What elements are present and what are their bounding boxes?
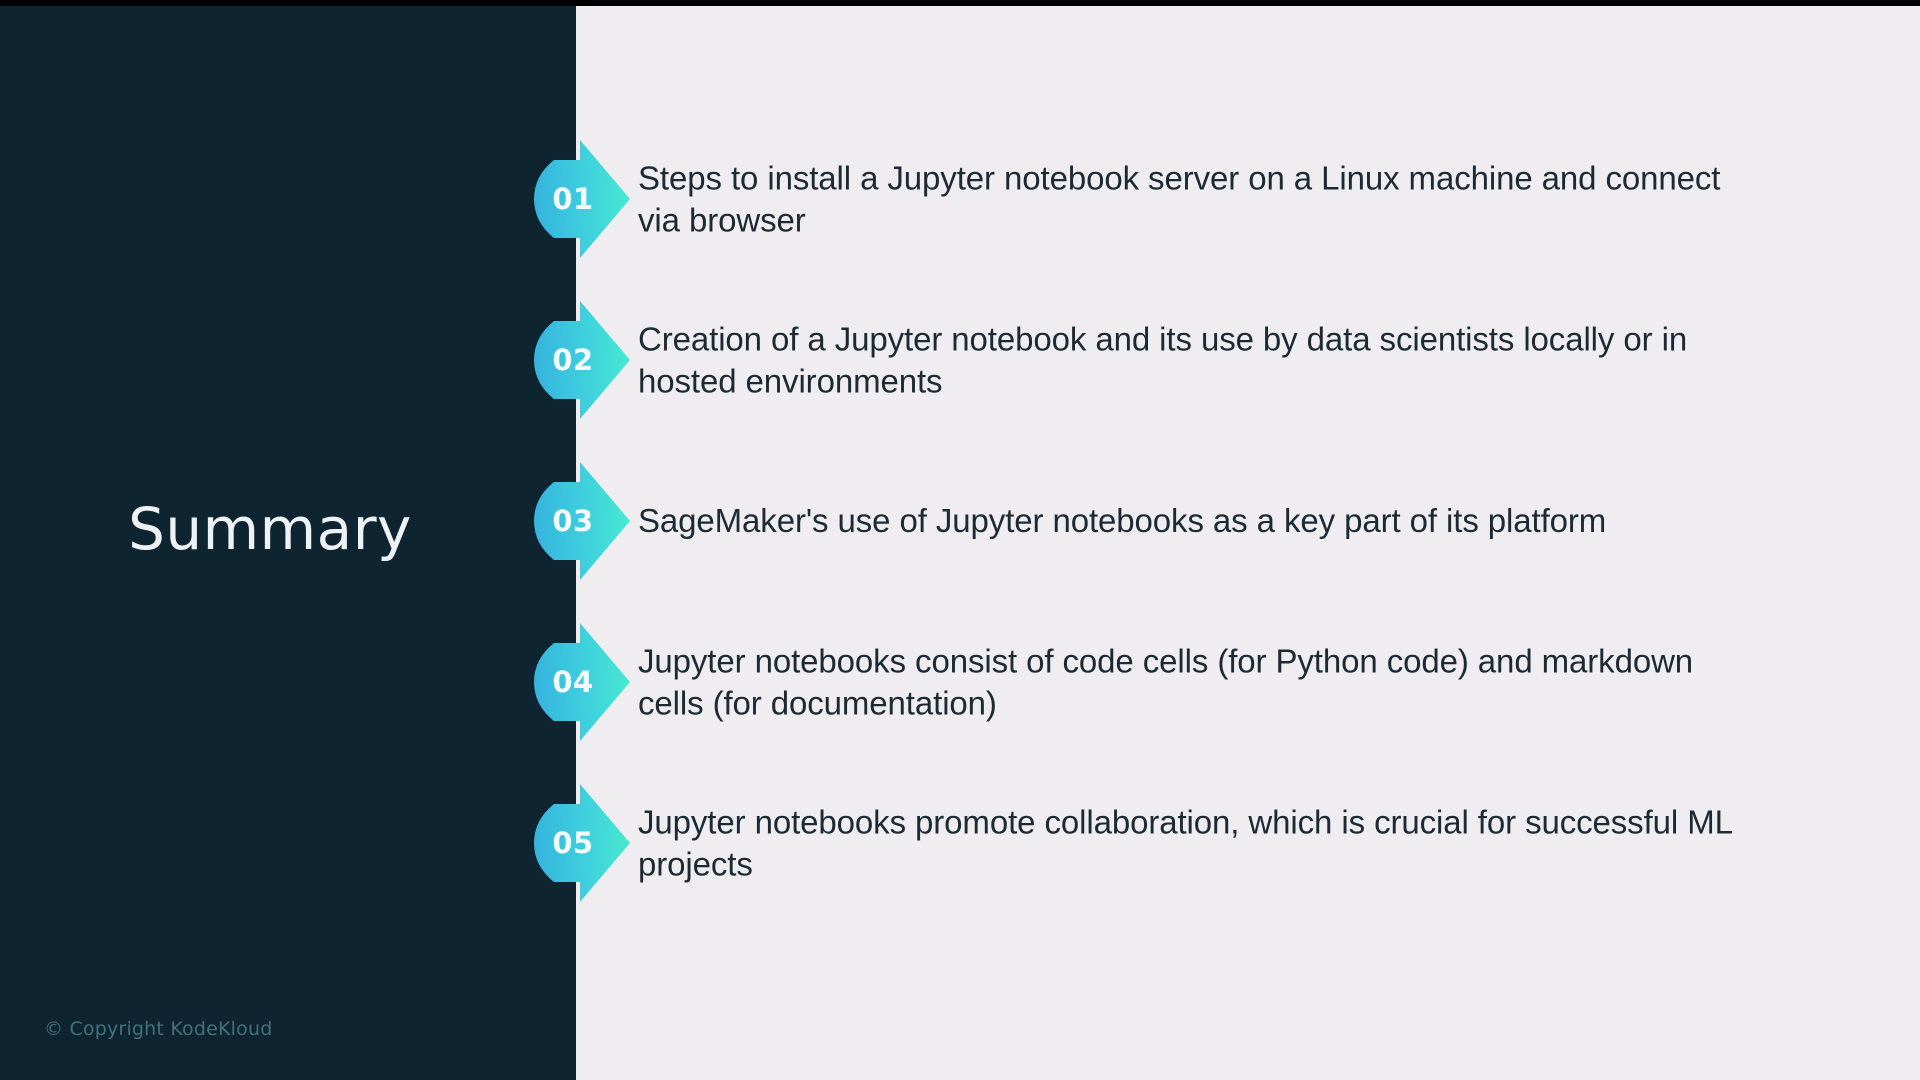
step-description: SageMaker's use of Jupyter notebooks as … xyxy=(638,502,1607,540)
step-badge-icon: 04 xyxy=(534,623,630,741)
step-description: Steps to install a Jupyter notebook serv… xyxy=(638,159,1721,238)
list-item: 01 Steps to install a Jupyter notebook s… xyxy=(0,140,1920,258)
content-panel xyxy=(576,0,1920,1080)
step-number: 04 xyxy=(552,665,594,699)
copyright-notice: © Copyright KodeKloud xyxy=(44,1018,273,1040)
step-number: 03 xyxy=(552,504,594,538)
step-description: Jupyter notebooks consist of code cells … xyxy=(638,642,1694,721)
page-title: Summary xyxy=(128,495,412,563)
top-letterbox-bar xyxy=(0,0,1920,6)
step-badge-icon: 02 xyxy=(534,301,630,419)
step-badge-icon: 05 xyxy=(534,784,630,902)
step-number: 02 xyxy=(552,343,594,377)
sidebar-panel: Summary © Copyright KodeKloud xyxy=(0,0,576,1080)
list-item: 05 Jupyter notebooks promote collaborati… xyxy=(0,784,1920,902)
list-item: 03 SageMaker's use of Jupyter notebooks … xyxy=(0,462,1920,580)
step-description: Jupyter notebooks promote collaboration,… xyxy=(638,803,1732,882)
step-description: Creation of a Jupyter notebook and its u… xyxy=(638,320,1688,399)
step-badge-icon: 01 xyxy=(534,140,630,258)
step-badge-icon: 03 xyxy=(534,462,630,580)
list-item: 04 Jupyter notebooks consist of code cel… xyxy=(0,623,1920,741)
step-number: 01 xyxy=(552,182,594,216)
list-item: 02 Creation of a Jupyter notebook and it… xyxy=(0,301,1920,419)
step-number: 05 xyxy=(552,826,594,860)
